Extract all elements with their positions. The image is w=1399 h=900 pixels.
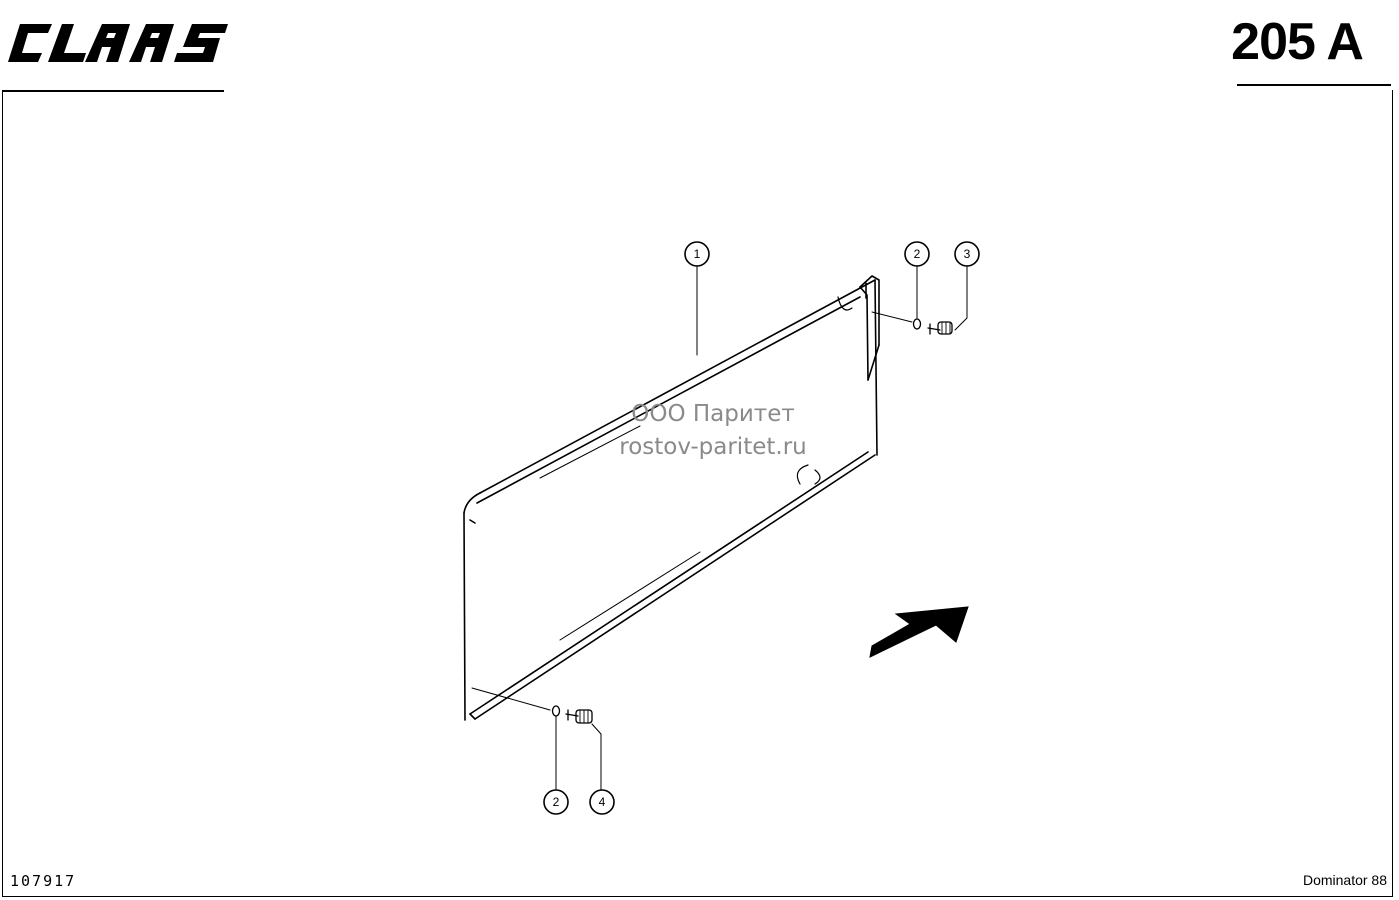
callout-label-2-top: 2 bbox=[914, 247, 921, 261]
top-fasteners bbox=[871, 311, 953, 335]
callout-label-1: 1 bbox=[694, 247, 701, 261]
claas-logo bbox=[8, 24, 228, 62]
drawing-number: 107917 bbox=[10, 872, 77, 890]
leader-lines bbox=[555, 265, 968, 791]
callout-circle-2-bottom bbox=[543, 789, 569, 815]
callout-circle-4 bbox=[589, 789, 615, 815]
watermark-line-2: rostov-paritet.ru bbox=[619, 434, 807, 460]
watermark: ООО Паритет rostov-paritet.ru bbox=[600, 398, 826, 464]
panel-part-1 bbox=[463, 279, 878, 721]
callout-label-4: 4 bbox=[599, 795, 606, 809]
mounting-bracket bbox=[859, 275, 880, 381]
callout-circle-1 bbox=[684, 241, 710, 267]
drawing-frame bbox=[2, 90, 1393, 897]
header-rule-left bbox=[2, 90, 224, 92]
callout-label-2-bottom: 2 bbox=[553, 795, 560, 809]
watermark-line-1: ООО Паритет bbox=[631, 401, 795, 427]
page-code: 205 A bbox=[1231, 13, 1364, 71]
callout-circle-3 bbox=[954, 241, 980, 267]
callout-circle-2-top bbox=[904, 241, 930, 267]
bottom-fasteners bbox=[471, 687, 593, 724]
model-name: Dominator 88 bbox=[1302, 872, 1387, 888]
direction-arrow-icon bbox=[869, 606, 969, 658]
callout-label-3: 3 bbox=[964, 247, 971, 261]
header-rule-right bbox=[1237, 84, 1391, 86]
